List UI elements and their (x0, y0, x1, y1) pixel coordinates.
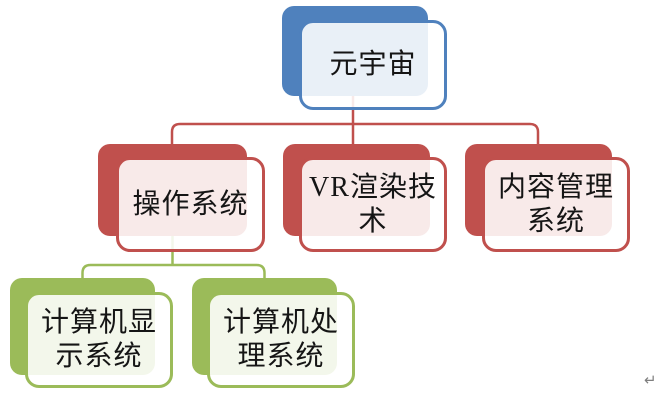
node-vr-rendering-shape: VR渲染技术 (299, 157, 447, 252)
node-content-management[interactable]: 内容管理系统 (465, 144, 631, 253)
node-operating-system-label: 操作系统 (132, 188, 249, 220)
connector-level3-bracket-line (81, 263, 266, 302)
node-metaverse[interactable]: 元宇宙 (282, 6, 448, 111)
word-paragraph-return-mark: ↵ (644, 371, 657, 389)
node-computer-processing-system[interactable]: 计算机处理系统 (192, 278, 356, 389)
node-vr-rendering-label: VR渲染技术 (309, 171, 437, 237)
node-operating-system-shape: 操作系统 (116, 157, 265, 252)
connector-level2-bracket-line (170, 122, 540, 170)
node-computer-processing-system-shape: 计算机处理系统 (207, 292, 355, 388)
node-computer-display-system-shape: 计算机显示系统 (25, 292, 173, 388)
node-computer-processing-system-label: 计算机处理系统 (222, 307, 339, 372)
node-content-management-shape: 内容管理系统 (482, 157, 630, 252)
node-vr-rendering[interactable]: VR渲染技术 (283, 144, 448, 253)
node-computer-display-system[interactable]: 计算机显示系统 (10, 278, 174, 389)
node-metaverse-label: 元宇宙 (329, 49, 417, 80)
node-metaverse-shape: 元宇宙 (299, 20, 447, 110)
node-operating-system[interactable]: 操作系统 (98, 144, 266, 253)
node-content-management-label: 内容管理系统 (497, 171, 614, 237)
node-computer-display-system-label: 计算机显示系统 (40, 307, 157, 372)
